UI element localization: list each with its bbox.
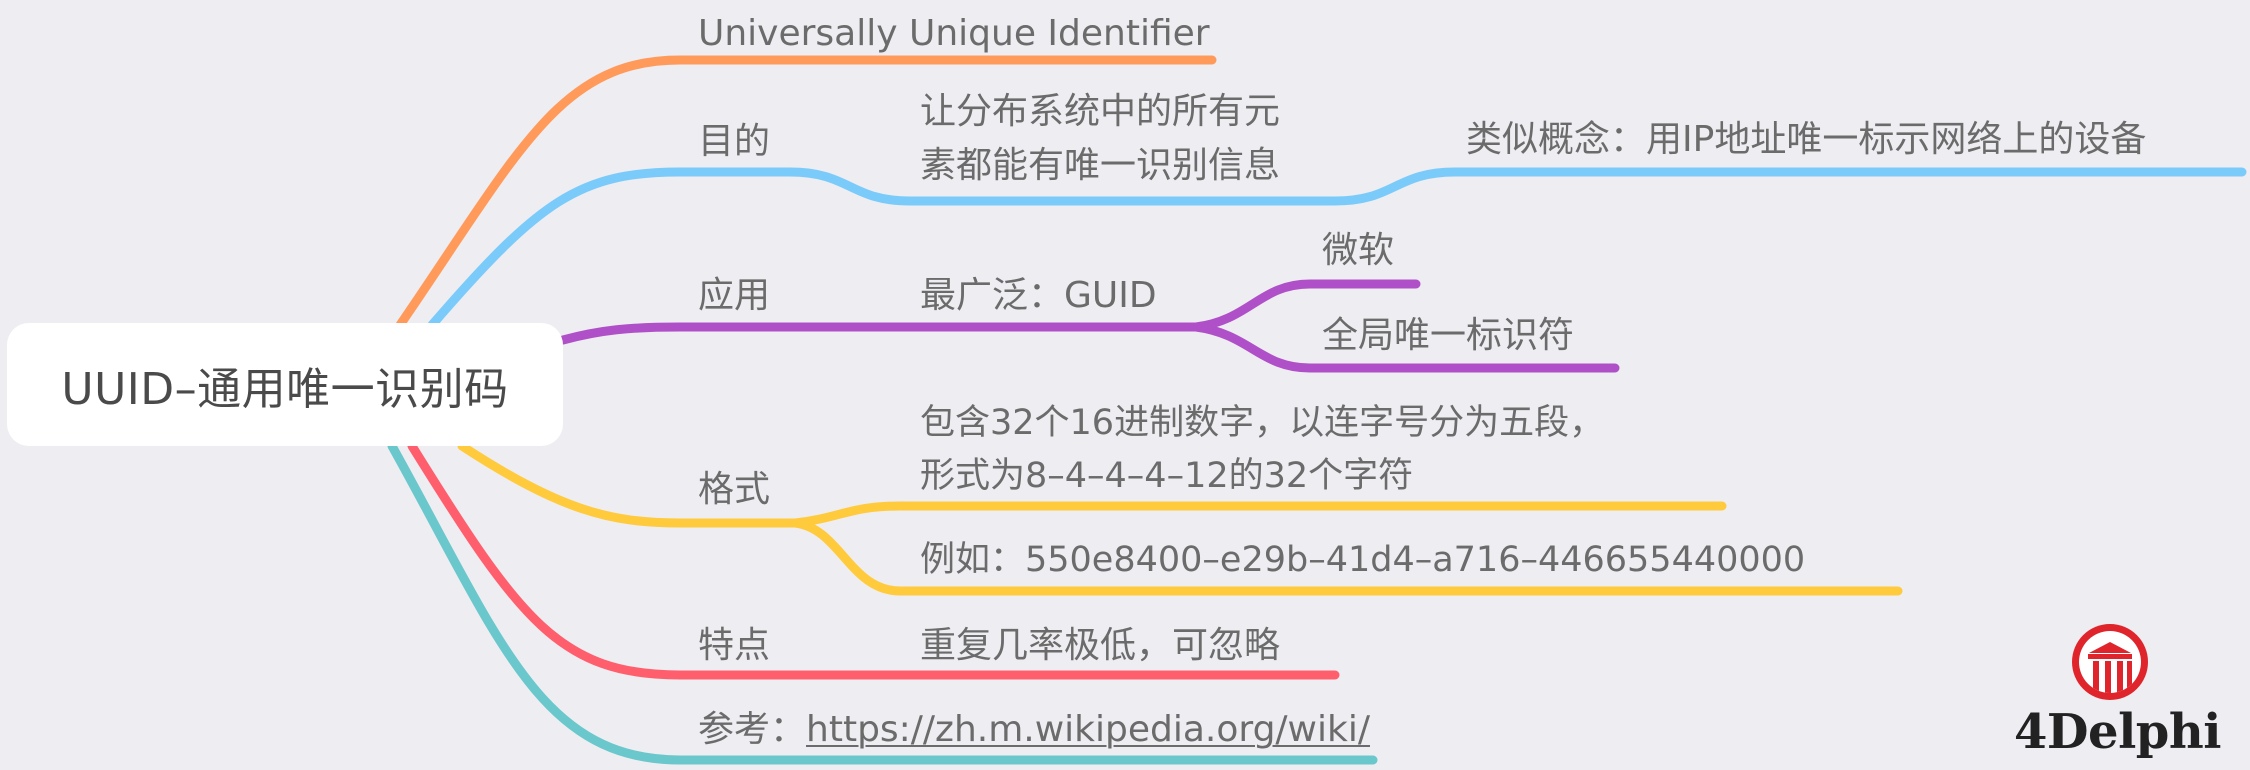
- node-purpose-detail-line1[interactable]: 让分布系统中的所有元: [920, 91, 1281, 132]
- node-guid[interactable]: 最广泛：GUID: [920, 275, 1157, 316]
- branch-line-reference: [387, 441, 1378, 765]
- node-purpose[interactable]: 目的: [698, 121, 771, 162]
- node-format-desc-line2[interactable]: 形式为8–4–4–4–12的32个字符: [920, 456, 1414, 496]
- node-feature-detail[interactable]: 重复几率极低，可忽略: [920, 625, 1281, 666]
- node-feature[interactable]: 特点: [698, 625, 771, 666]
- node-global-unique-identifier[interactable]: 全局唯一标识符: [1322, 315, 1575, 356]
- reference-link[interactable]: https://zh.m.wikipedia.org/wiki/: [806, 709, 1370, 750]
- reference-label: 参考：: [698, 709, 807, 750]
- branch-line-guid-full: [1191, 322, 1620, 373]
- temple-pillar-icon: [2072, 624, 2148, 700]
- branch-line-purpose: [427, 167, 2247, 330]
- branch-line-format-example: [790, 518, 1903, 596]
- root-label: UUID–通用唯一识别码: [61, 363, 509, 415]
- root-node[interactable]: UUID–通用唯一识别码: [7, 323, 563, 446]
- branch-line-microsoft: [1191, 279, 1421, 332]
- branch-line-application: [558, 322, 1201, 345]
- node-purpose-detail-line2[interactable]: 素都能有唯一识别信息: [920, 145, 1281, 186]
- brand-logo: 4Delphi: [2010, 620, 2222, 770]
- node-format-desc-line1[interactable]: 包含32个16进制数字，以连字号分为五段，: [920, 403, 1605, 443]
- node-application[interactable]: 应用: [698, 275, 771, 316]
- branch-line-format-desc: [790, 501, 1727, 528]
- node-format-example[interactable]: 例如：550e8400–e29b–41d4–a716–446655440000: [920, 540, 1806, 580]
- node-full-name[interactable]: Universally Unique Identifier: [698, 13, 1210, 54]
- branch-line-full-name: [395, 55, 1217, 330]
- node-reference[interactable]: 参考：https://zh.m.wikipedia.org/wiki/: [698, 710, 1370, 750]
- branch-line-format: [457, 441, 800, 528]
- node-format[interactable]: 格式: [698, 469, 771, 510]
- brand-name: 4Delphi: [2014, 704, 2222, 760]
- node-similar-concept[interactable]: 类似概念：用IP地址唯一标示网络上的设备: [1466, 119, 2147, 160]
- branch-line-feature: [407, 441, 1340, 680]
- node-microsoft[interactable]: 微软: [1322, 230, 1395, 271]
